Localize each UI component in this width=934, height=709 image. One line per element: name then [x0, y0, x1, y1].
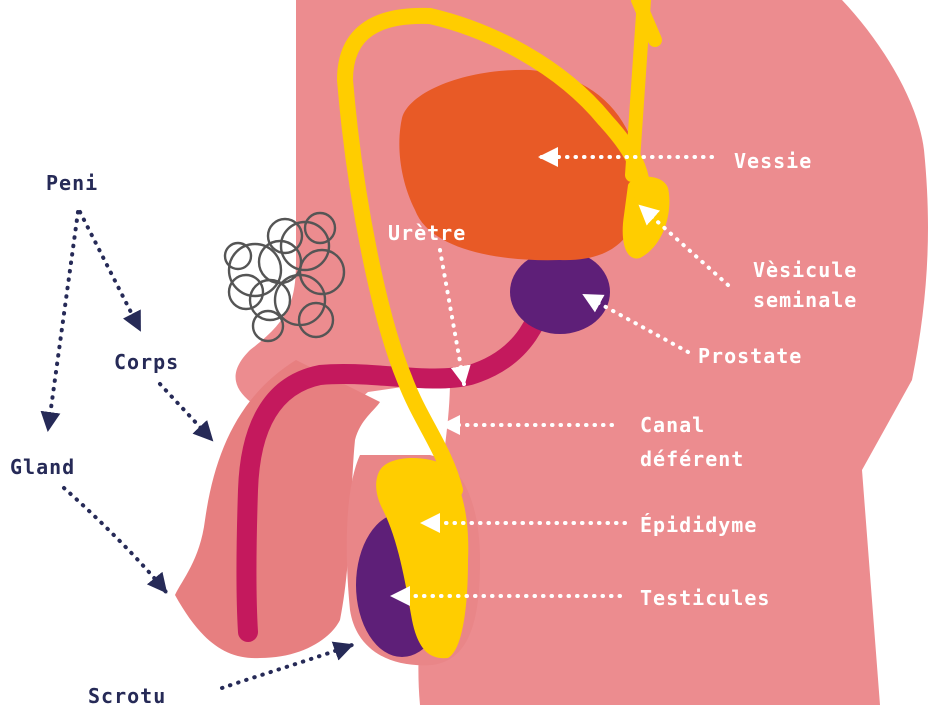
- label-vesicule-2: seminale: [753, 287, 857, 313]
- arrow-peni-to-corps: [80, 212, 140, 330]
- label-scrotu: Scrotu: [88, 683, 166, 709]
- label-gland: Gland: [10, 454, 75, 480]
- label-canal-2: déférent: [640, 446, 744, 472]
- arrow-peni-to-gland: [48, 212, 78, 430]
- label-uretre: Urètre: [388, 220, 466, 246]
- prostate-shape: [510, 250, 610, 334]
- label-peni: Peni: [46, 170, 98, 196]
- label-prostate: Prostate: [698, 343, 802, 369]
- label-canal-1: Canal: [640, 412, 705, 438]
- label-vessie: Vessie: [734, 148, 812, 174]
- label-testicules: Testicules: [640, 585, 770, 611]
- label-vesicule-1: Vèsicule: [753, 257, 857, 283]
- arrow-corps: [160, 384, 212, 440]
- label-epididyme: Épididyme: [640, 512, 757, 538]
- arrow-gland: [64, 488, 166, 592]
- label-corps: Corps: [114, 349, 179, 375]
